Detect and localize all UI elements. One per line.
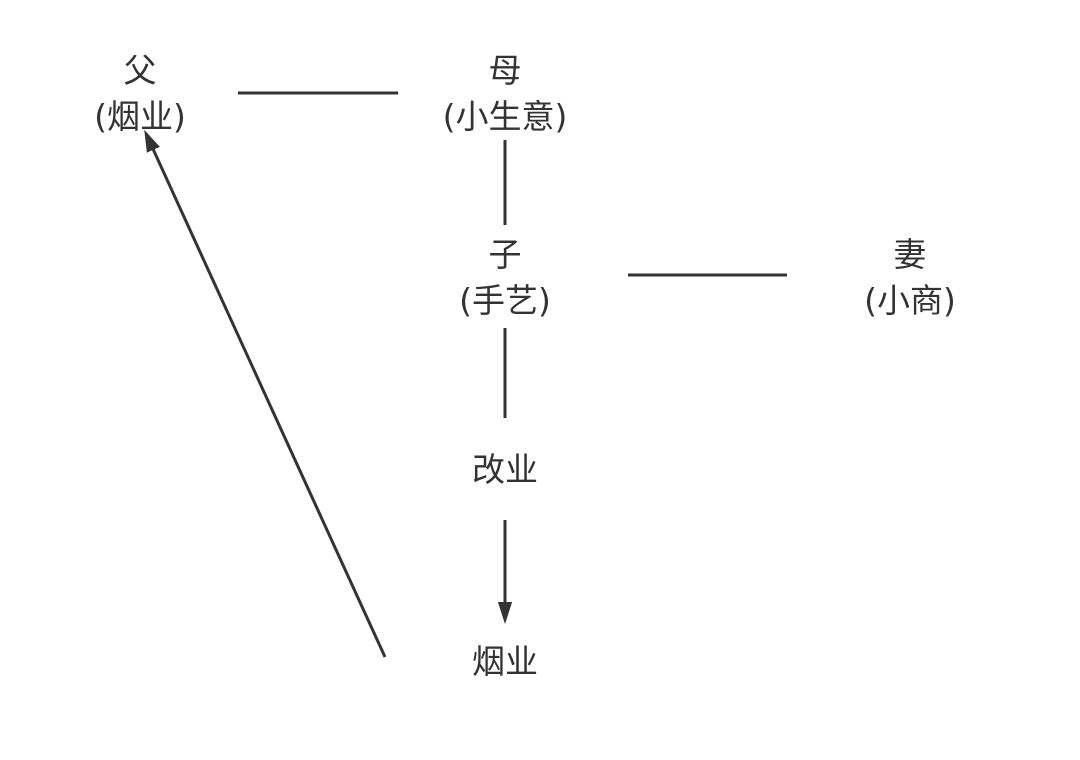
tobacco-label: 烟业 xyxy=(472,642,538,681)
mother-occupation: (小生意) xyxy=(442,97,568,136)
node-change: 改业 xyxy=(472,447,538,493)
node-son: 子 (手艺) xyxy=(459,232,551,324)
node-wife: 妻 (小商) xyxy=(864,232,956,324)
tobacco-to-father-arrow xyxy=(144,129,387,658)
wife-label: 妻 xyxy=(893,235,927,274)
son-label: 子 xyxy=(488,235,522,274)
change-label: 改业 xyxy=(472,450,538,489)
node-mother: 母 (小生意) xyxy=(443,48,568,140)
son-occupation: (手艺) xyxy=(459,281,551,320)
node-father: 父 (烟业) xyxy=(94,48,186,140)
father-occupation: (烟业) xyxy=(94,97,186,136)
node-tobacco: 烟业 xyxy=(472,639,538,685)
father-label: 父 xyxy=(123,51,157,90)
mother-label: 母 xyxy=(488,51,522,90)
wife-occupation: (小商) xyxy=(864,281,956,320)
